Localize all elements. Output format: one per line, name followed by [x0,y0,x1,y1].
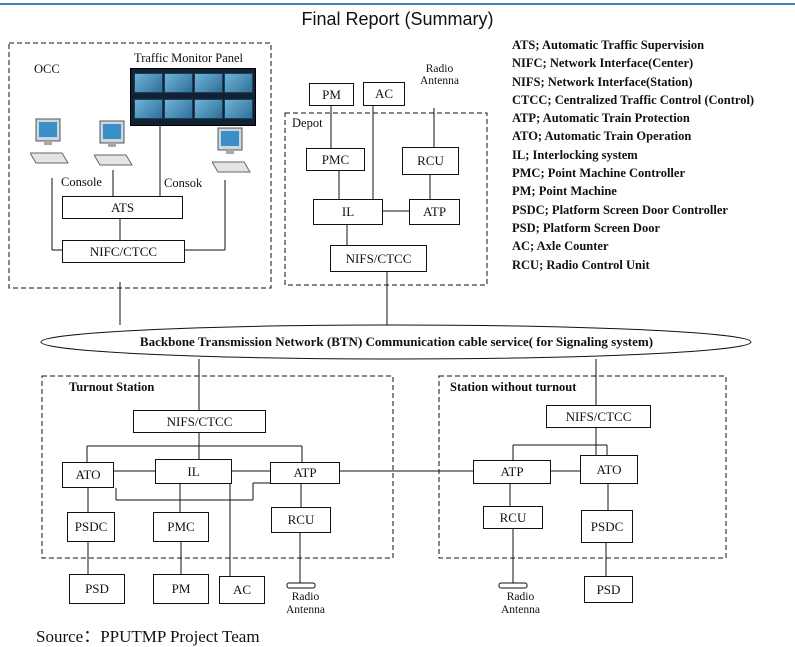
legend-item: PM; Point Machine [512,184,617,199]
turnout-ato-box: ATO [62,462,114,488]
depot-title: Depot [292,116,323,130]
depot-rcu-box: RCU [402,147,459,175]
legend-item: IL; Interlocking system [512,147,638,162]
legend-item: AC; Axle Counter [512,239,609,254]
header-rule [0,3,795,5]
report-header: Final Report (Summary) [301,9,494,29]
traffic-monitor-panel [130,68,256,126]
noturnout-ato-box: ATO [580,455,638,484]
legend-item: PSD; Platform Screen Door [512,220,660,235]
legend-item: PMC; Point Machine Controller [512,166,685,181]
legend-item: NIFC; Network Interface(Center) [512,56,694,71]
legend-item: ATS; Automatic Traffic Supervision [512,38,705,52]
noturnout-title: Station without turnout [450,380,577,394]
turnout-pm-box: PM [153,574,209,604]
noturnout-psd-box: PSD [584,576,633,603]
abbreviation-legend: ATS; Automatic Traffic Supervision NIFC;… [512,36,754,274]
radio-antenna-noturnout [498,582,528,589]
noturnout-rcu-box: RCU [483,506,543,529]
turnout-radio-label: Radio Antenna [286,591,325,617]
source-caption: Source：PPUTMP Project Team [36,627,260,646]
occ-title: OCC [34,62,60,76]
legend-item: NIFS; Network Interface(Station) [512,74,693,89]
ats-box: ATS [62,196,183,219]
turnout-ac-box: AC [219,576,265,604]
turnout-region [41,375,394,559]
depot-ac-box: AC [363,82,405,106]
turnout-atp-box: ATP [270,462,340,484]
legend-item: RCU; Radio Control Unit [512,257,650,272]
computer-icon-right [212,127,251,173]
depot-il-box: IL [313,199,383,225]
legend-item: PSDC; Platform Screen Door Controller [512,202,728,217]
monitor-screen [164,73,193,93]
legend-item: ATO; Automatic Train Operation [512,129,692,144]
noturnout-radio-line2: Antenna [501,604,540,616]
depot-radio-label: Radio Antenna [420,63,459,87]
depot-radio-line1: Radio [425,63,454,75]
depot-nifs-box: NIFS/CTCC [330,245,427,272]
turnout-radio-line1: Radio [291,591,320,603]
monitor-screen [224,99,253,119]
console-label-left: Console [61,175,102,189]
noturnout-psdc-box: PSDC [581,510,633,543]
legend-item: CTCC; Centralized Traffic Control (Contr… [512,92,755,107]
occ-region [8,42,272,289]
monitor-screen [134,73,163,93]
radio-antenna-turnout [286,582,316,589]
nifc-box: NIFC/CTCC [62,240,185,263]
panel-label: Traffic Monitor Panel [134,51,244,65]
depot-radio-line2: Antenna [420,75,459,87]
monitor-screen [134,99,163,119]
noturnout-radio-line1: Radio [506,591,535,603]
monitor-screen [164,99,193,119]
legend-item: ATP; Automatic Train Protection [512,111,690,126]
turnout-pmc-box: PMC [153,512,209,542]
noturnout-region [438,375,727,559]
turnout-title: Turnout Station [69,380,155,394]
noturnout-atp-box: ATP [473,460,551,484]
turnout-nifs-box: NIFS/CTCC [133,410,266,433]
turnout-il-box: IL [155,459,232,484]
depot-pmc-box: PMC [306,148,365,171]
computer-icon-middle [94,120,133,166]
backbone-ellipse [40,324,752,360]
backbone-label: Backbone Transmission Network (BTN) Comm… [139,334,654,349]
monitor-screen [224,73,253,93]
noturnout-nifs-box: NIFS/CTCC [546,405,651,428]
monitor-screen [194,73,223,93]
depot-atp-box: ATP [409,199,460,225]
turnout-radio-line2: Antenna [286,604,325,616]
depot-pm-box: PM [309,83,354,106]
monitor-screen [194,99,223,119]
noturnout-radio-label: Radio Antenna [501,591,540,617]
turnout-psd-box: PSD [69,574,125,604]
turnout-rcu-box: RCU [271,507,331,533]
console-label-right: Consok [164,176,203,190]
turnout-psdc-box: PSDC [67,512,115,542]
computer-icon-left [30,118,69,164]
depot-region [284,112,488,286]
